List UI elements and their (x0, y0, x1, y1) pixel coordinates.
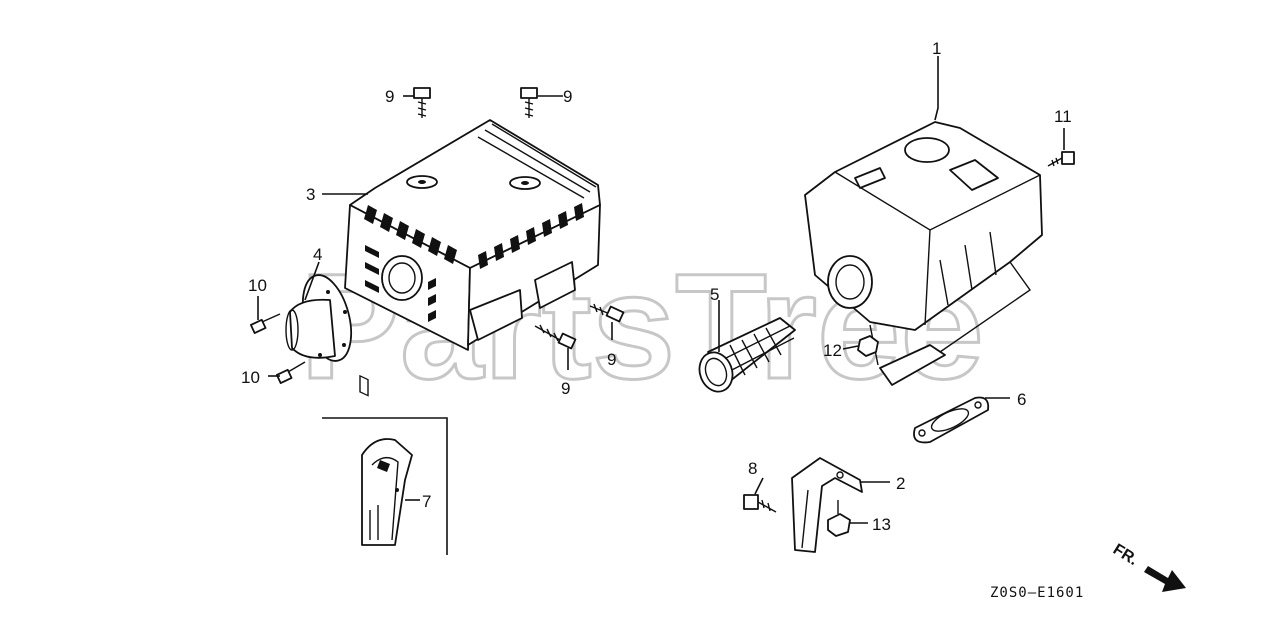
callout-10-upper: 10 (248, 276, 267, 295)
callout-12: 12 (823, 341, 842, 360)
nut-12 (857, 335, 879, 357)
callout-13: 13 (872, 515, 891, 534)
muffler-body-part (804, 121, 1043, 386)
heat-shield-frame (322, 417, 448, 555)
callout-1: 1 (932, 39, 941, 58)
direction-label: FR. (1110, 541, 1141, 569)
bolt-10-upper (249, 313, 281, 334)
callout-2: 2 (896, 474, 905, 493)
callout-10-lower: 10 (241, 368, 260, 387)
callout-7: 7 (422, 492, 431, 511)
callout-9-top-left: 9 (385, 87, 394, 106)
bolt-9-top-right (520, 87, 538, 118)
callout-4: 4 (313, 245, 322, 264)
callout-9-lower-right: 9 (607, 350, 616, 369)
bolt-9-lower-right (589, 303, 625, 323)
callout-9-top-right: 9 (563, 87, 572, 106)
front-direction-arrow-icon: FR. (1110, 541, 1186, 592)
bolt-9-lower-mid (534, 324, 577, 350)
tail-pipe-cap-part (285, 274, 353, 362)
callout-5: 5 (710, 285, 719, 304)
callout-3: 3 (306, 185, 315, 204)
spark-arrester-part (698, 317, 796, 393)
callout-6: 6 (1017, 390, 1026, 409)
muffler-protector-part (344, 119, 601, 397)
leader-lines (257, 56, 1065, 524)
bolt-8 (743, 494, 777, 513)
callout-8: 8 (748, 459, 757, 478)
gasket-part (913, 396, 990, 444)
muffler-bracket-part (791, 457, 863, 553)
bolt-10-lower (275, 361, 306, 384)
callout-9-lower-mid: 9 (561, 379, 570, 398)
callout-11: 11 (1054, 107, 1072, 126)
bolt-11 (1047, 151, 1075, 167)
diagram-code: Z0S0—E1601 (990, 585, 1084, 601)
bolt-13 (827, 500, 851, 537)
heat-shield-part (361, 438, 413, 546)
bolt-9-top-left (413, 87, 431, 118)
